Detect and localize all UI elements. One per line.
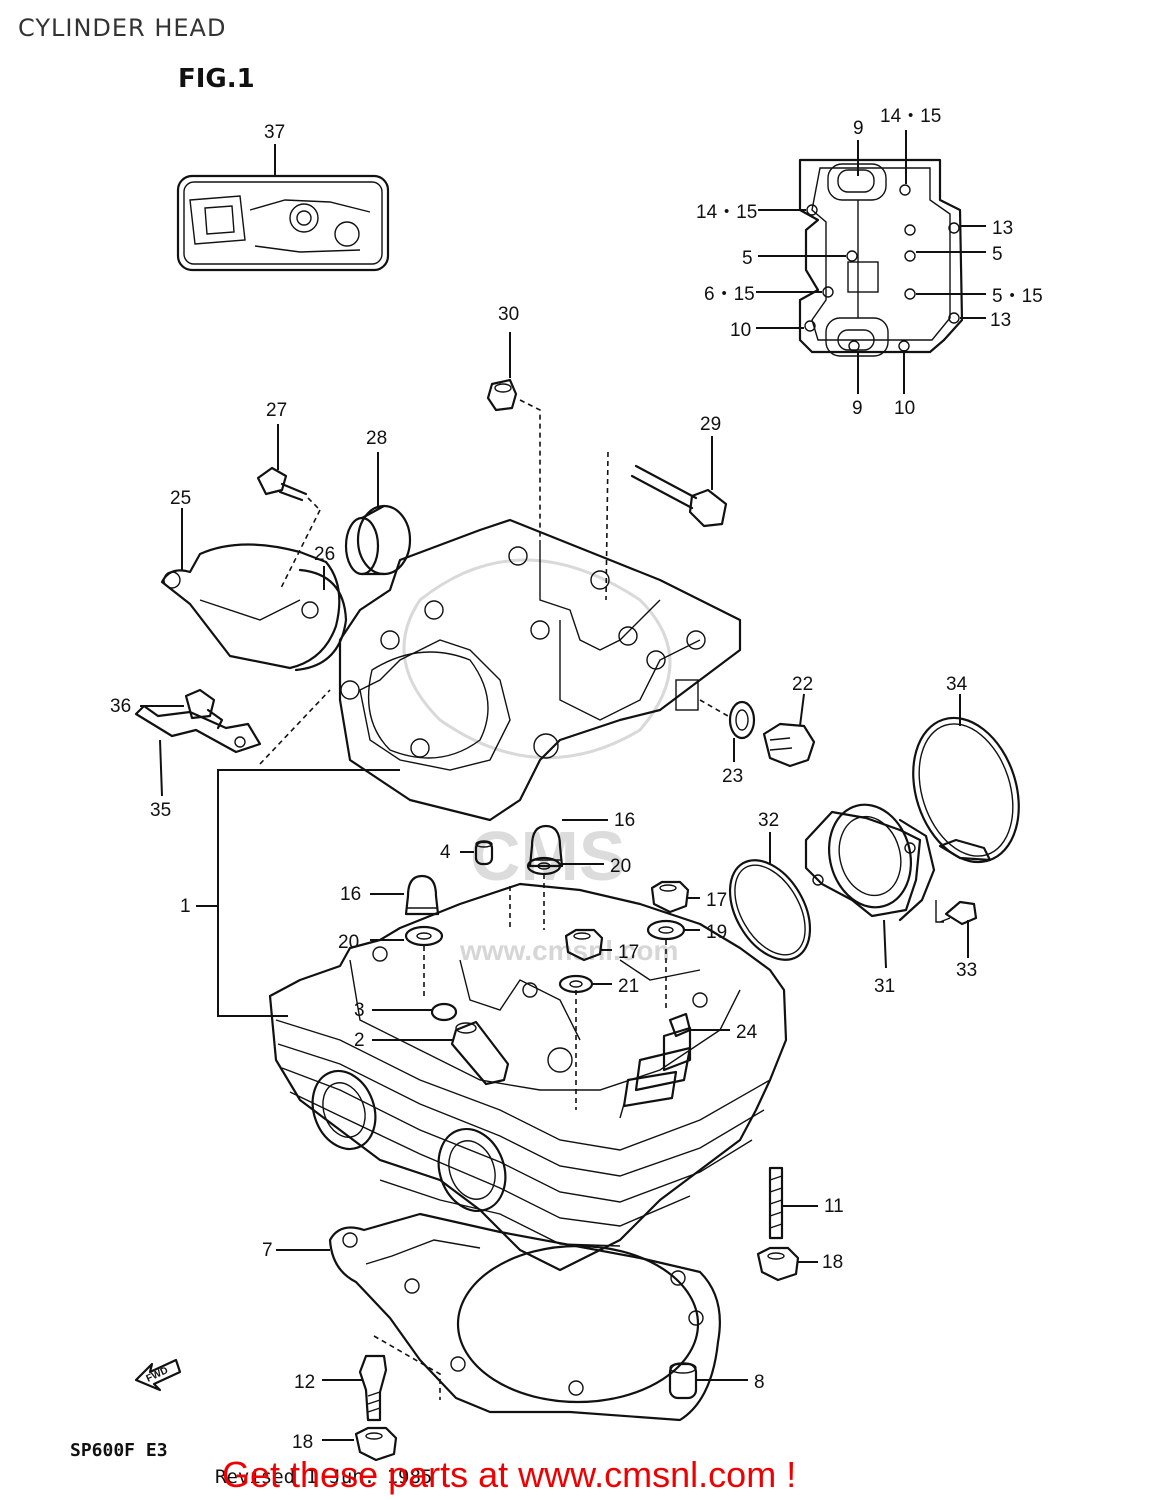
part-8-dowel[interactable] — [668, 1362, 748, 1400]
part-12-stud[interactable] — [322, 1335, 441, 1422]
callout-16-left: 16 — [340, 884, 361, 905]
callout-14-15-top: 14・15 — [880, 106, 941, 127]
part-11-stud[interactable] — [768, 1166, 818, 1240]
callout-17-center: 17 — [618, 942, 639, 963]
callout-labels: 37 9 14・15 14・15 5 6・15 10 9 10 13 5 5・1… — [110, 106, 1043, 1453]
callout-33: 33 — [956, 960, 977, 981]
part-3-clip[interactable] — [372, 1002, 458, 1022]
callout-6-15: 6・15 — [704, 284, 755, 305]
watermark-text: CMS — [470, 817, 626, 895]
callout-34: 34 — [946, 674, 968, 695]
part-27-bolt[interactable] — [256, 424, 321, 511]
part-36-bolt[interactable] — [140, 688, 224, 730]
top-view-leaders — [756, 130, 986, 394]
part-35-bracket[interactable] — [134, 689, 331, 797]
part-28-seal[interactable] — [344, 452, 412, 576]
callout-10-bottom: 10 — [894, 398, 915, 419]
callout-10-left: 10 — [730, 320, 751, 341]
part-25-cover[interactable] — [160, 508, 341, 670]
part-33-screw[interactable] — [935, 900, 978, 958]
part-26-gasket[interactable] — [279, 509, 348, 672]
part-19-washer[interactable] — [646, 919, 700, 941]
cylinder-head-top-view[interactable] — [798, 158, 964, 357]
part-4-dowel[interactable] — [460, 840, 494, 866]
callout-37: 37 — [264, 122, 285, 143]
figure-label: FIG.1 — [178, 64, 255, 94]
callout-5-left: 5 — [742, 248, 753, 269]
callout-31: 31 — [874, 976, 895, 997]
part-18-flange-nut-b[interactable] — [322, 1426, 398, 1462]
callout-18-right: 18 — [822, 1252, 843, 1273]
callout-29: 29 — [700, 414, 721, 435]
callout-11: 11 — [824, 1196, 844, 1217]
callout-3: 3 — [354, 1000, 365, 1021]
callout-30: 30 — [498, 304, 519, 325]
callout-18-bottom: 18 — [292, 1432, 313, 1453]
watermark-logo: CMS www.cmsnl.com — [402, 558, 678, 966]
callout-27: 27 — [266, 400, 287, 421]
callout-28: 28 — [366, 428, 387, 449]
callout-17-right: 17 — [706, 890, 727, 911]
callout-19: 19 — [706, 922, 727, 943]
part-17-nut-b[interactable] — [564, 928, 612, 962]
callout-23: 23 — [722, 766, 743, 787]
part-18-flange-nut-a[interactable] — [756, 1246, 818, 1282]
part-23-washer[interactable] — [699, 699, 756, 762]
part-21-washer[interactable] — [558, 974, 612, 994]
model-label: SP600F E3 — [70, 1440, 168, 1461]
part-31-intake-pipe[interactable] — [804, 795, 936, 969]
callout-14-15-left: 14・15 — [696, 202, 757, 223]
callout-24: 24 — [736, 1022, 758, 1043]
part-37-gasket-set[interactable] — [176, 144, 390, 272]
part-32-o-ring[interactable] — [714, 832, 827, 974]
callout-2: 2 — [354, 1030, 365, 1051]
callout-16-top: 16 — [614, 810, 635, 831]
callout-8: 8 — [754, 1372, 765, 1393]
part-22-plug[interactable] — [762, 693, 816, 768]
callout-5-15: 5・15 — [992, 286, 1043, 307]
callout-20-left: 20 — [338, 932, 359, 953]
callout-9-bottom: 9 — [852, 398, 863, 419]
callout-21: 21 — [618, 976, 639, 997]
callout-5-right: 5 — [992, 244, 1003, 265]
callout-36: 36 — [110, 696, 131, 717]
part-17-nut-a[interactable] — [650, 880, 700, 914]
callout-32: 32 — [758, 810, 779, 831]
part-30-nut[interactable] — [486, 332, 541, 540]
part-7-head-gasket[interactable] — [276, 1212, 721, 1422]
callout-26: 26 — [314, 544, 335, 565]
cylinder-head-lower[interactable] — [268, 882, 788, 1272]
fwd-arrow-icon: FWD — [134, 1358, 182, 1392]
part-2-oil-pipe[interactable] — [372, 1020, 510, 1086]
callout-1: 1 — [180, 896, 191, 917]
callout-9-top: 9 — [853, 118, 864, 139]
part-1-bracket-line — [196, 769, 400, 1017]
callout-35: 35 — [150, 800, 171, 821]
part-16-cap-nut-b[interactable] — [370, 874, 440, 916]
part-24-spark-plug[interactable] — [619, 1012, 730, 1119]
page-title: CYLINDER HEAD — [18, 14, 227, 42]
callout-13-top: 13 — [992, 218, 1013, 239]
stud-dash-lines — [423, 874, 667, 1110]
callout-7: 7 — [262, 1240, 273, 1261]
part-34-clamp[interactable] — [896, 694, 1037, 876]
part-20-washer-b[interactable] — [370, 925, 444, 947]
callout-25: 25 — [170, 488, 191, 509]
parts-shop-link[interactable]: Get these parts at www.cmsnl.com ! — [222, 1454, 797, 1495]
cylinder-head-upper[interactable] — [338, 451, 742, 822]
part-29-bolt[interactable] — [630, 436, 728, 528]
revised-label: Revised I Jun. 1985 — [215, 1466, 433, 1488]
callout-4: 4 — [440, 842, 451, 863]
callout-12: 12 — [294, 1372, 315, 1393]
callout-22: 22 — [792, 674, 813, 695]
callout-20-top: 20 — [610, 856, 631, 877]
callout-13-bottom: 13 — [990, 310, 1011, 331]
